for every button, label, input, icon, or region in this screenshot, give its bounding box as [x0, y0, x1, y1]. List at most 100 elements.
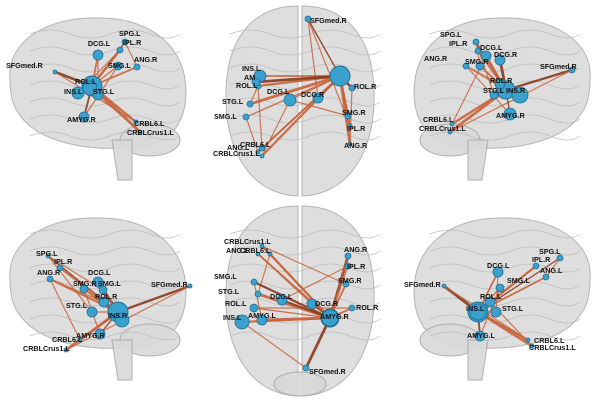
region-node: [77, 337, 83, 343]
region-node: [306, 298, 318, 310]
region-node: [441, 283, 447, 289]
region-node: [92, 49, 104, 61]
region-node: [63, 347, 69, 353]
region-label: ANG.R: [134, 55, 158, 64]
edge: [245, 116, 259, 153]
region-node: [529, 343, 535, 349]
region-node: [121, 38, 129, 46]
edge: [289, 99, 349, 117]
region-label: SMG.L: [98, 279, 121, 288]
region-node: [259, 153, 265, 159]
brain-outline-6: [413, 217, 591, 381]
region-label: STG.L: [66, 301, 88, 310]
region-node: [133, 119, 139, 125]
region-label: IPL.R: [347, 262, 366, 271]
region-label: CRBL6.L: [240, 246, 271, 255]
edge: [338, 74, 352, 146]
nodes-sagittal-left-lower: [45, 253, 193, 353]
region-label: SMG.R: [465, 57, 489, 66]
region-label: ROL.R: [95, 292, 118, 301]
edge: [253, 281, 263, 321]
region-label: SMG.R: [73, 279, 97, 288]
region-node: [254, 290, 262, 298]
edge: [124, 41, 138, 68]
region-node: [116, 46, 124, 54]
region-label: IPL.R: [54, 257, 73, 266]
edge: [476, 310, 534, 348]
region-label: SPG.L: [119, 29, 141, 38]
edge: [268, 252, 332, 320]
region-node: [489, 90, 499, 100]
region-label: SMG.L: [108, 61, 131, 70]
region-label: AMYG.L: [248, 311, 277, 320]
region-label: ANG.R: [344, 245, 368, 254]
region-label: SPG.L: [36, 249, 58, 258]
region-node: [45, 253, 51, 259]
region-node: [251, 77, 261, 87]
region-node: [304, 15, 312, 23]
region-label: ROL.L: [75, 77, 97, 86]
region-label: IPL.R: [449, 39, 468, 48]
edge: [254, 74, 342, 84]
region-label: AM: [244, 73, 255, 82]
region-node: [79, 284, 89, 294]
region-label: ANG.L: [540, 266, 563, 275]
region-label: DCG.L: [88, 39, 111, 48]
region-node: [114, 312, 130, 328]
region-label: SFGmed.R: [309, 367, 347, 376]
region-label: INS.R: [108, 311, 128, 320]
region-node: [52, 69, 58, 75]
region-node: [449, 121, 455, 127]
region-label: DCG.L: [270, 292, 293, 301]
region-node: [258, 144, 266, 152]
region-label: STG.L: [93, 87, 115, 96]
region-label: CRBLCrus1.L: [127, 128, 174, 137]
nodes-sagittal-right: [447, 38, 576, 135]
region-label: ROL.L: [225, 299, 247, 308]
region-node: [532, 262, 540, 270]
region-label: CRBL6.L: [240, 140, 271, 149]
edge: [307, 18, 319, 99]
region-label: SMG.R: [342, 108, 366, 117]
region-node: [494, 54, 506, 66]
region-label: SMG.R: [338, 276, 362, 285]
region-label: ROL.R: [354, 82, 377, 91]
region-label: CRBL6.L: [534, 336, 565, 345]
region-node: [492, 266, 504, 278]
region-label: ROL.L: [236, 81, 258, 90]
region-node: [503, 107, 517, 121]
region-node: [283, 93, 297, 107]
region-node: [187, 283, 193, 289]
region-label: DCG.L: [88, 268, 111, 277]
edge: [116, 284, 192, 314]
nodes-sagittal-right-lower: [441, 254, 564, 349]
region-node: [242, 113, 250, 121]
region-label: CRBL6.L: [52, 335, 83, 344]
region-label: ROL.R: [356, 303, 379, 312]
region-node: [348, 84, 356, 92]
edge: [307, 18, 351, 127]
edge: [241, 321, 307, 369]
region-label: DCG.R: [301, 90, 325, 99]
region-node: [259, 243, 265, 249]
region-label: ROL.L: [480, 292, 502, 301]
region-node: [302, 364, 310, 372]
edge: [449, 69, 573, 133]
region-node: [276, 294, 288, 306]
region-node: [92, 276, 104, 288]
nodes-axial-bottom: [234, 243, 356, 372]
region-label: STG.L: [218, 287, 240, 296]
region-node: [255, 149, 261, 155]
region-label: INS.L: [242, 64, 261, 73]
edge: [257, 253, 271, 295]
region-node: [71, 86, 85, 100]
region-node: [250, 278, 258, 286]
region-node: [86, 306, 98, 318]
edge: [545, 257, 561, 278]
